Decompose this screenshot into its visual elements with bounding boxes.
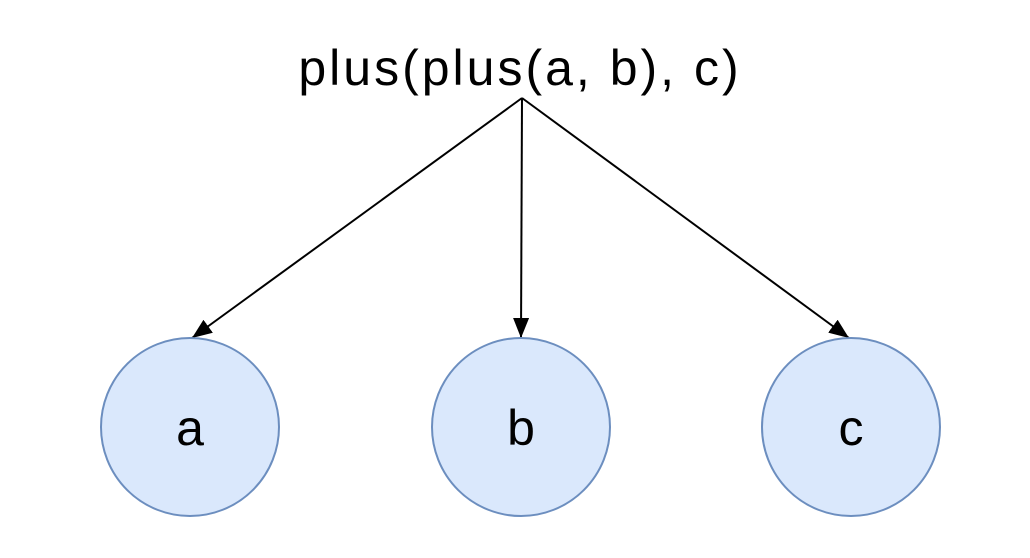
- edge-root-to-b: [513, 97, 530, 339]
- node-b: b: [431, 337, 611, 517]
- node-a-circle: [100, 337, 280, 517]
- node-c-circle: [761, 337, 941, 517]
- edge-root-to-c: [521, 97, 850, 339]
- node-a-label: a: [176, 400, 204, 456]
- node-a: a: [100, 337, 280, 517]
- node-c: c: [761, 337, 941, 517]
- edge-root-to-a: [191, 97, 523, 339]
- node-b-label: b: [507, 400, 535, 456]
- node-c-label: c: [839, 400, 864, 456]
- node-b-circle: [431, 337, 611, 517]
- edges-group: [191, 97, 850, 339]
- root-expression-label: plus(plus(a, b), c): [298, 40, 741, 96]
